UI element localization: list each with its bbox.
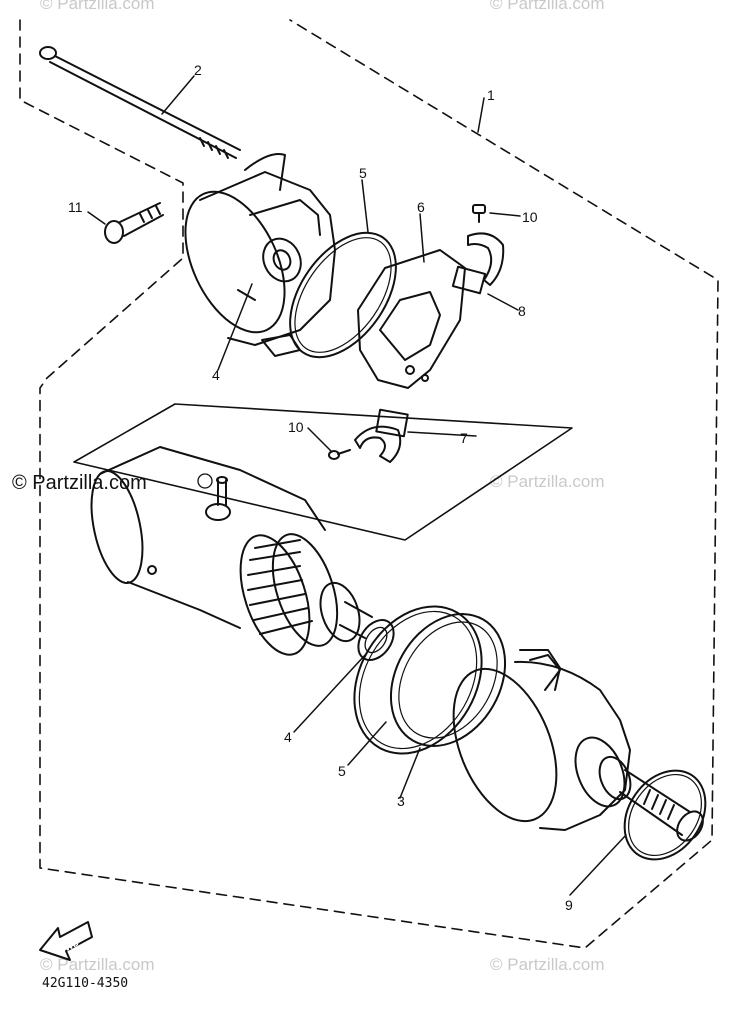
callout-10-mid: 10 [288, 419, 304, 435]
yoke [90, 446, 326, 629]
callout-4-top: 4 [212, 367, 220, 383]
o-ring-bottom [353, 605, 483, 755]
callout-2: 2 [194, 62, 202, 78]
bolt-11 [104, 202, 164, 244]
diagram-code: 42G110-4350 [42, 976, 129, 991]
fwd-arrow-icon [39, 921, 93, 961]
brush-frame [73, 403, 573, 541]
callout-7: 7 [460, 430, 468, 446]
callout-5-bottom: 5 [338, 763, 346, 779]
watermark: © Partzilla.com [40, 0, 155, 13]
partzilla-watermark: © Partzilla.com [12, 472, 147, 494]
watermark: © Partzilla.com [490, 0, 605, 13]
o-ring-9-inner [628, 773, 702, 857]
callout-1: 1 [487, 87, 495, 103]
ring-3-inner [398, 621, 498, 739]
callout-5-top: 5 [359, 165, 367, 181]
callout-8: 8 [518, 303, 526, 319]
screw-10-mid [328, 449, 351, 460]
output-shaft [619, 769, 704, 842]
brush-holder-8 [451, 232, 505, 295]
brush-holder-7 [354, 408, 409, 463]
callout-10-top: 10 [522, 209, 538, 225]
watermark: © Partzilla.com [490, 472, 605, 491]
o-ring-top-inner [294, 237, 392, 353]
rear-cover [184, 153, 336, 357]
callout-6: 6 [417, 199, 425, 215]
o-ring-bottom-inner [358, 610, 478, 750]
assembly-boundary [19, 19, 719, 949]
o-ring-top [289, 231, 397, 359]
watermark: © Partzilla.com [490, 955, 605, 974]
screw-10-top [472, 204, 486, 223]
leader-lines [87, 75, 627, 896]
callout-9: 9 [565, 897, 573, 913]
callout-4-bottom: 4 [284, 729, 292, 745]
o-ring-9 [623, 769, 707, 861]
front-cover [452, 649, 632, 831]
brush-plate [357, 249, 466, 389]
callout-11: 11 [68, 199, 83, 215]
commutator [239, 533, 361, 656]
callout-3: 3 [397, 793, 405, 809]
fwd-label: FWD [58, 937, 81, 956]
through-bolt [39, 46, 241, 159]
ring-3 [389, 613, 507, 747]
